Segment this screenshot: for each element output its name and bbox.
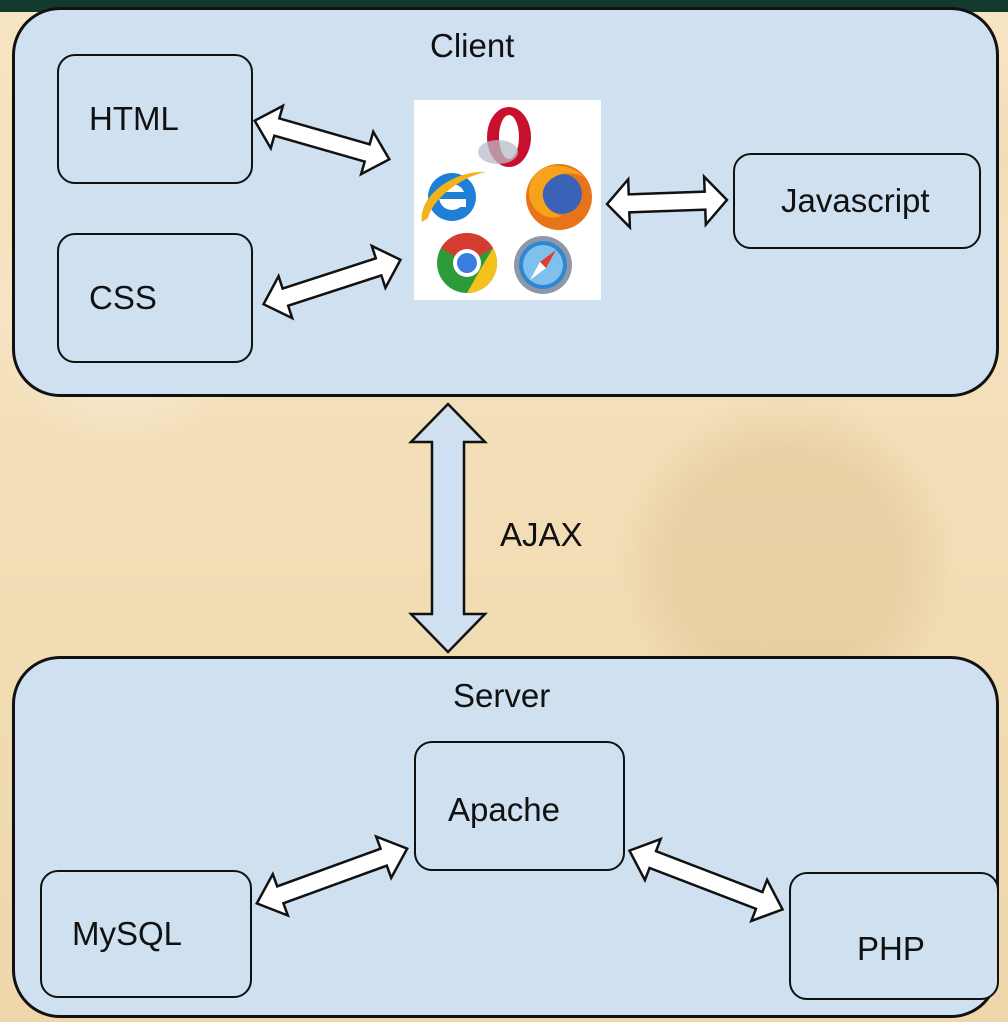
apache-box: Apache (414, 741, 625, 871)
internet-explorer-icon (421, 171, 486, 222)
php-box: PHP (789, 872, 999, 1000)
html-label: HTML (89, 100, 179, 137)
client-title: Client (430, 27, 515, 64)
php-label: PHP (857, 930, 925, 967)
javascript-label: Javascript (781, 182, 930, 219)
opera-icon (478, 107, 531, 167)
ajax-arrow (408, 402, 488, 654)
apache-label: Apache (448, 791, 560, 828)
browser-logos (414, 100, 601, 300)
css-label: CSS (89, 279, 157, 316)
firefox-icon (526, 164, 592, 230)
javascript-box: Javascript (733, 153, 981, 249)
html-box: HTML (57, 54, 253, 184)
browser-logos-art (421, 107, 592, 294)
safari-icon (514, 236, 572, 294)
server-title: Server (453, 677, 551, 714)
chrome-icon (437, 233, 498, 293)
mysql-box: MySQL (40, 870, 252, 998)
ajax-label: AJAX (500, 516, 583, 553)
mysql-label: MySQL (72, 915, 183, 952)
css-box: CSS (57, 233, 253, 363)
